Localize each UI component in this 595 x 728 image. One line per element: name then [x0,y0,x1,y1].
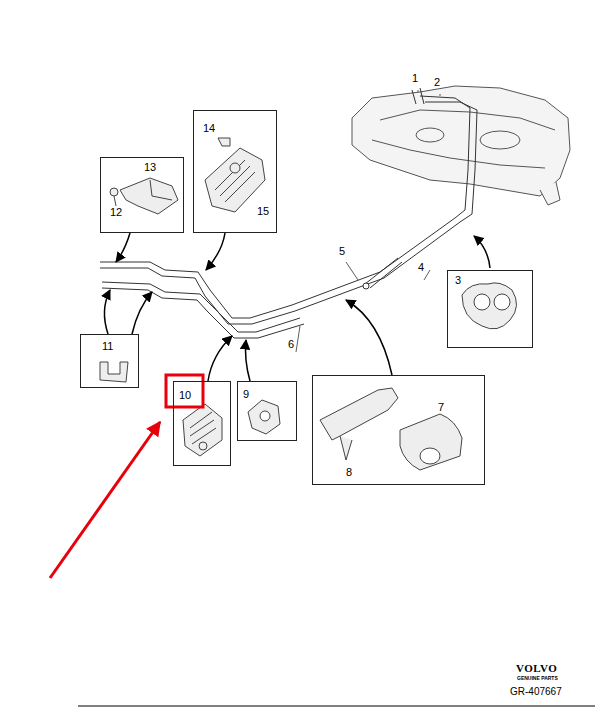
inset-box: 10 [173,381,231,466]
callout-number: 7 [437,401,445,413]
inset-box: 13 12 [100,157,184,233]
callout-number: 9 [242,388,250,400]
highlight-box [166,375,203,407]
inset-box: 9 [237,381,297,441]
callout-number: 10 [178,389,192,401]
callout-number: 6 [288,338,294,350]
callout-number: 4 [418,261,424,273]
callout-number: 5 [339,245,345,257]
inset-box: 3 [447,270,533,348]
fuel-tank [352,86,570,205]
callout-number: 15 [256,205,270,217]
callout-number: 13 [143,161,157,173]
leader-lines [296,90,440,352]
inset-box: 14 15 [193,110,277,233]
callout-number: 8 [345,466,353,478]
rule-line [78,706,595,707]
callout-number: 14 [202,122,216,134]
inset-arrows [104,233,490,381]
highlight-arrow [50,422,160,578]
callout-number: 1 [412,72,418,84]
inset-box: 78 [312,375,485,485]
drawing-number: GR-407667 [510,686,562,697]
callout-number: 11 [101,340,114,352]
brand-tagline: GENUINE PARTS [517,675,558,681]
part-sketches [100,138,517,470]
inset-box: 11 [80,334,139,388]
callout-number: 3 [454,274,462,286]
callout-number: 2 [434,76,440,88]
fuel-pipes [100,88,477,338]
callout-number: 12 [109,206,123,218]
brand-logo: VOLVO [516,662,557,674]
